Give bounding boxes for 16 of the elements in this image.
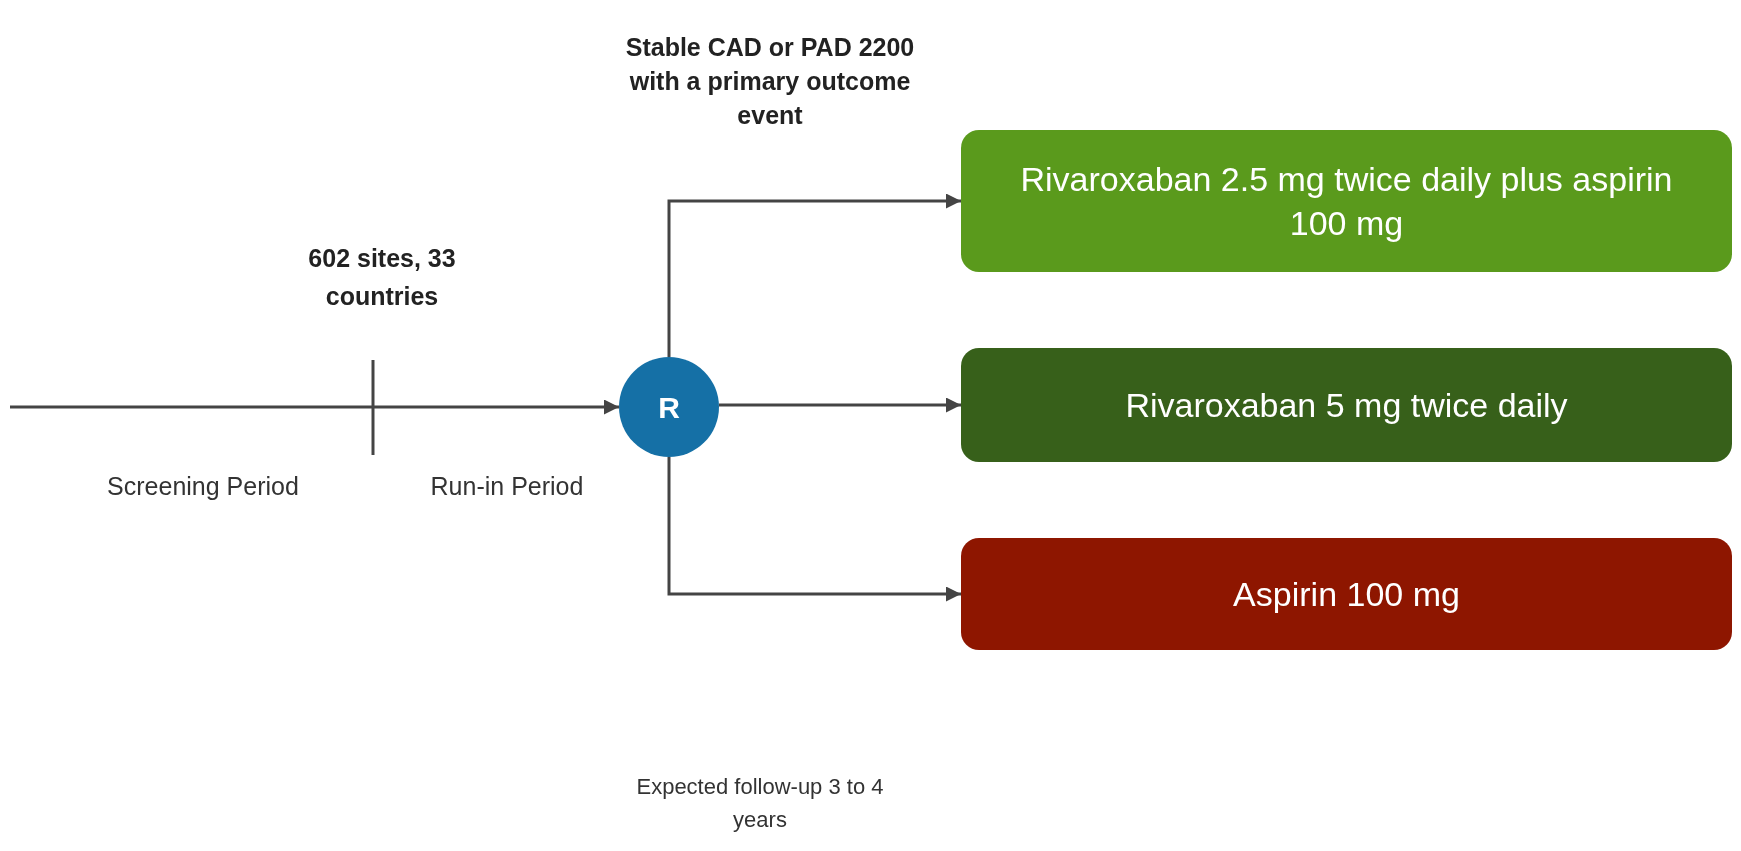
period-label: Run-in Period bbox=[429, 471, 585, 502]
arrow bbox=[10, 399, 619, 415]
node-text: R bbox=[658, 389, 680, 426]
node-text: Rivaroxaban 5 mg twice daily bbox=[1125, 384, 1568, 426]
arrow bbox=[667, 193, 961, 357]
treatment-box bbox=[961, 348, 1732, 462]
arrow bbox=[719, 397, 961, 413]
arrow bbox=[667, 457, 961, 602]
treatment-box bbox=[961, 538, 1732, 650]
follow-up-label: Expected follow-up 3 to 4 years bbox=[635, 773, 885, 834]
site-count-label: 602 sites, 33 countries bbox=[307, 243, 457, 312]
treatment-box bbox=[961, 130, 1732, 272]
period-label: Screening Period bbox=[106, 471, 300, 502]
node-text: Aspirin 100 mg bbox=[1233, 573, 1460, 615]
title: Stable CAD or PAD 2200 with a primary outcome event bbox=[624, 32, 916, 131]
node-text: Rivaroxaban 2.5 mg twice daily plus aspirin 100 mg bbox=[1019, 158, 1674, 244]
